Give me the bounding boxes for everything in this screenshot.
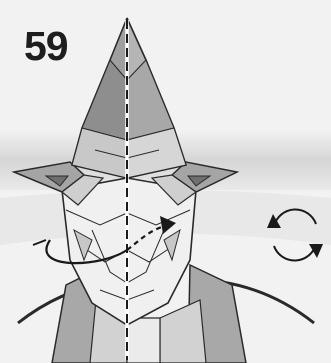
step-number: 59	[24, 26, 68, 67]
